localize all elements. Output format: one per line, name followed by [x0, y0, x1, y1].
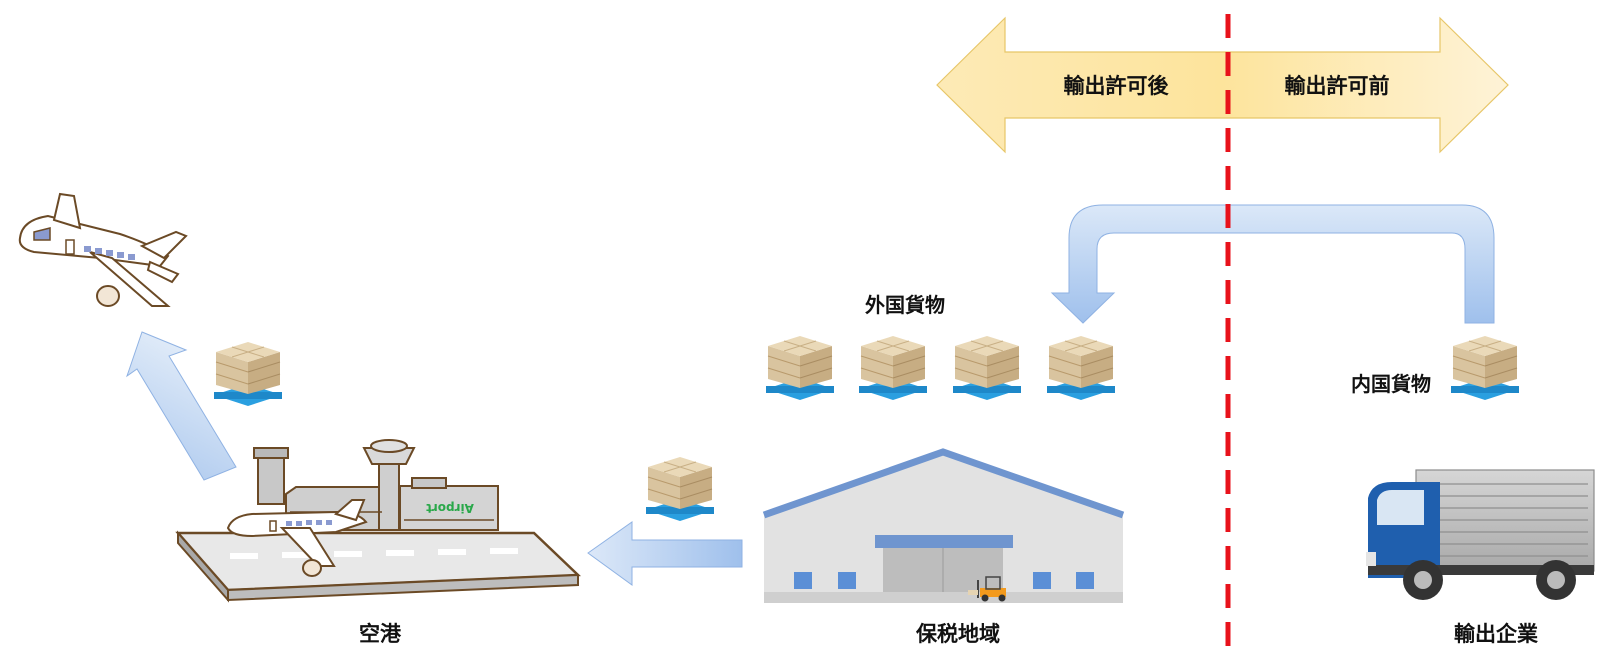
bonded-area-label: 保税地域 — [915, 622, 1000, 646]
warehouse-icon — [762, 448, 1125, 603]
to-airport-arrow — [587, 521, 743, 586]
foreign-cargo-label: 外国貨物 — [865, 293, 945, 317]
transfer-arrow — [1050, 204, 1495, 324]
cargo-box-icon — [765, 335, 835, 401]
airplane-icon — [18, 192, 188, 307]
to-airplane-arrow — [126, 331, 237, 481]
exporter-label: 輸出企業 — [1454, 622, 1539, 646]
cargo-box-icon — [952, 335, 1022, 401]
cargo-box-icon — [1046, 335, 1116, 401]
before-permit-label: 輸出許可前 — [1285, 74, 1390, 98]
cargo-box-icon — [1450, 335, 1520, 401]
forklift-icon — [968, 576, 1006, 602]
domestic-cargo-label: 内国貨物 — [1351, 372, 1431, 396]
after-permit-label: 輸出許可後 — [1064, 74, 1170, 98]
truck-icon — [1366, 469, 1595, 600]
airport-label: 空港 — [359, 622, 402, 646]
permit-status-arrow: 輸出許可後 輸出許可前 — [936, 16, 1509, 154]
cargo-box-icon — [213, 341, 283, 407]
cargo-box-icon — [645, 456, 715, 522]
cargo-box-icon — [858, 335, 928, 401]
airport-icon: Airport — [175, 439, 581, 603]
airport-sign: Airport — [426, 501, 474, 515]
